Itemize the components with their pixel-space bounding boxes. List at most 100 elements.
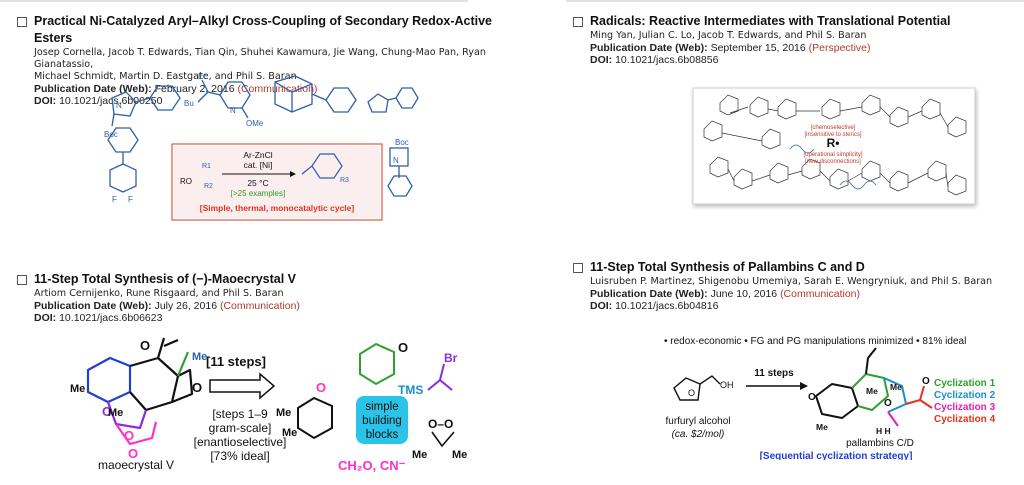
svg-text:O: O xyxy=(102,404,112,419)
toc-graphic-radicals[interactable]: R• [chemoselective] [insensitive to ster… xyxy=(690,85,980,210)
svg-text:Me: Me xyxy=(70,383,85,395)
article-card: Radicals: Reactive Intermediates with Tr… xyxy=(570,13,1024,66)
svg-text:[operational simplicity]: [operational simplicity] xyxy=(803,152,862,158)
svg-text:Et: Et xyxy=(198,72,206,81)
select-checkbox[interactable] xyxy=(573,17,583,27)
doi: DOI: 10.1021/jacs.6b04816 xyxy=(590,300,719,312)
svg-text:[Sequential cyclization strate: [Sequential cyclization strategy] xyxy=(760,451,913,460)
svg-text:(ca. $2/mol): (ca. $2/mol) xyxy=(672,429,725,440)
svg-text:O: O xyxy=(688,388,695,398)
svg-text:simple: simple xyxy=(365,401,398,413)
svg-text:O: O xyxy=(140,338,150,353)
publication-date: Publication Date (Web): February 2, 2016… xyxy=(34,83,318,95)
svg-text:Me: Me xyxy=(866,386,878,396)
svg-text:[73% ideal]: [73% ideal] xyxy=(210,449,269,463)
svg-text:RO: RO xyxy=(180,177,192,186)
doi: DOI: 10.1021/jacs.6b06623 xyxy=(34,312,163,324)
svg-text:[new disconnections]: [new disconnections] xyxy=(805,159,861,165)
svg-text:O: O xyxy=(398,340,408,355)
toc-graphic-pallambins[interactable]: • redox-economic • FG and PG manipulatio… xyxy=(662,330,1012,460)
svg-text:[insensitive to sterics]: [insensitive to sterics] xyxy=(804,132,861,138)
publication-date: Publication Date (Web): June 10, 2016 (C… xyxy=(590,288,861,300)
svg-text:O: O xyxy=(808,392,816,403)
article-card: 11-Step Total Synthesis of Pallambins C … xyxy=(570,259,1024,312)
svg-text:N: N xyxy=(393,156,399,165)
svg-text:Me: Me xyxy=(452,449,467,461)
svg-text:TMS: TMS xyxy=(398,383,423,397)
svg-text:Cyclization 1: Cyclization 1 xyxy=(934,378,996,389)
svg-text:Cyclization 2: Cyclization 2 xyxy=(934,390,996,401)
svg-text:R1: R1 xyxy=(202,163,211,170)
select-checkbox[interactable] xyxy=(17,17,27,27)
toc-graphic-maoecrystal[interactable]: O O O O O Me Me Me maoecrystal V [11 ste… xyxy=(60,336,480,482)
doi: DOI: 10.1021/jacs.6b00250 xyxy=(34,95,163,107)
svg-text:blocks: blocks xyxy=(366,429,399,441)
svg-text:H H: H H xyxy=(876,426,891,436)
svg-text:N: N xyxy=(230,106,236,115)
svg-text:[steps 1–9: [steps 1–9 xyxy=(212,407,268,421)
svg-text:OMe: OMe xyxy=(246,119,264,128)
publication-date: Publication Date (Web): July 26, 2016 (C… xyxy=(34,300,300,312)
svg-text:11 steps: 11 steps xyxy=(754,368,794,379)
svg-text:O: O xyxy=(124,428,134,443)
svg-text:O: O xyxy=(128,446,138,461)
svg-text:Bu: Bu xyxy=(184,99,194,108)
svg-text:Me: Me xyxy=(192,351,207,363)
svg-text:Me: Me xyxy=(890,382,902,392)
svg-text:Boc: Boc xyxy=(104,130,118,139)
article-card: 11-Step Total Synthesis of (−)-Maoecryst… xyxy=(14,271,514,324)
svg-text:maoecrystal V: maoecrystal V xyxy=(98,458,174,472)
svg-text:[>25 examples]: [>25 examples] xyxy=(231,189,285,198)
authors-line: Josep Cornella, Jacob T. Edwards, Tian Q… xyxy=(34,47,486,70)
svg-text:[11 steps]: [11 steps] xyxy=(206,354,266,369)
toc-graphic-nickel-coupling[interactable]: Boc N N Et Bu OMe F F Boc N RO R1 R2 R3 … xyxy=(90,70,420,230)
authors-line: Artiom Cernijenko, Rune Risgaard, and Ph… xyxy=(34,288,284,299)
publication-date: Publication Date (Web): September 15, 20… xyxy=(590,42,871,54)
svg-text:building: building xyxy=(362,415,402,427)
svg-text:25 °C: 25 °C xyxy=(247,178,268,188)
svg-text:O: O xyxy=(884,398,892,409)
select-checkbox[interactable] xyxy=(17,275,27,285)
authors-line: Ming Yan, Julian C. Lo, Jacob T. Edwards… xyxy=(590,30,867,41)
svg-text:Br: Br xyxy=(444,351,458,365)
svg-text:O: O xyxy=(316,380,326,395)
svg-text:Me: Me xyxy=(276,407,291,419)
svg-text:Me: Me xyxy=(282,427,297,439)
svg-text:Boc: Boc xyxy=(395,138,409,147)
article-title[interactable]: Practical Ni-Catalyzed Aryl–Alkyl Cross-… xyxy=(34,14,492,45)
article-title[interactable]: 11-Step Total Synthesis of (−)-Maoecryst… xyxy=(34,272,296,286)
svg-text:furfuryl alcohol: furfuryl alcohol xyxy=(665,416,730,427)
divider-top-left xyxy=(0,0,468,2)
svg-text:F: F xyxy=(112,195,117,204)
svg-text:O–O: O–O xyxy=(428,417,453,431)
svg-text:Me: Me xyxy=(816,422,828,432)
svg-text:[enantioselective]: [enantioselective] xyxy=(194,435,287,449)
svg-text:OH: OH xyxy=(720,380,734,390)
svg-text:R3: R3 xyxy=(340,177,349,184)
authors-line: Michael Schmidt, Martin D. Eastgate, and… xyxy=(34,71,297,82)
svg-text:Cyclization 3: Cyclization 3 xyxy=(934,402,996,413)
svg-text:R•: R• xyxy=(827,136,840,150)
svg-text:O: O xyxy=(192,380,202,395)
svg-text:pallambins C/D: pallambins C/D xyxy=(846,438,914,449)
svg-text:CH₂O, CN⁻: CH₂O, CN⁻ xyxy=(338,458,406,473)
authors-line: Luisruben P. Martinez, Shigenobu Umemiya… xyxy=(590,276,993,287)
svg-text:[chemoselective]: [chemoselective] xyxy=(811,125,856,131)
svg-text:gram-scale]: gram-scale] xyxy=(209,421,272,435)
svg-text:Ar-ZnCl: Ar-ZnCl xyxy=(243,150,272,160)
article-title[interactable]: 11-Step Total Synthesis of Pallambins C … xyxy=(590,260,865,274)
svg-text:Cyclization 4: Cyclization 4 xyxy=(934,414,996,425)
article-card: Practical Ni-Catalyzed Aryl–Alkyl Cross-… xyxy=(14,13,514,107)
svg-text:• redox-economic • FG and PG m: • redox-economic • FG and PG manipulatio… xyxy=(664,336,966,347)
doi: DOI: 10.1021/jacs.6b08856 xyxy=(590,54,719,66)
divider-top-right xyxy=(566,0,1024,2)
svg-text:R2: R2 xyxy=(204,183,213,190)
svg-text:F: F xyxy=(128,195,133,204)
select-checkbox[interactable] xyxy=(573,263,583,273)
svg-text:O: O xyxy=(922,376,930,387)
article-title[interactable]: Radicals: Reactive Intermediates with Tr… xyxy=(590,14,951,28)
svg-text:Me: Me xyxy=(412,449,427,461)
svg-text:cat. [Ni]: cat. [Ni] xyxy=(244,160,273,170)
svg-text:Me: Me xyxy=(108,407,123,419)
svg-text:[Simple, thermal, monocatalyti: [Simple, thermal, monocatalytic cycle] xyxy=(200,203,355,213)
